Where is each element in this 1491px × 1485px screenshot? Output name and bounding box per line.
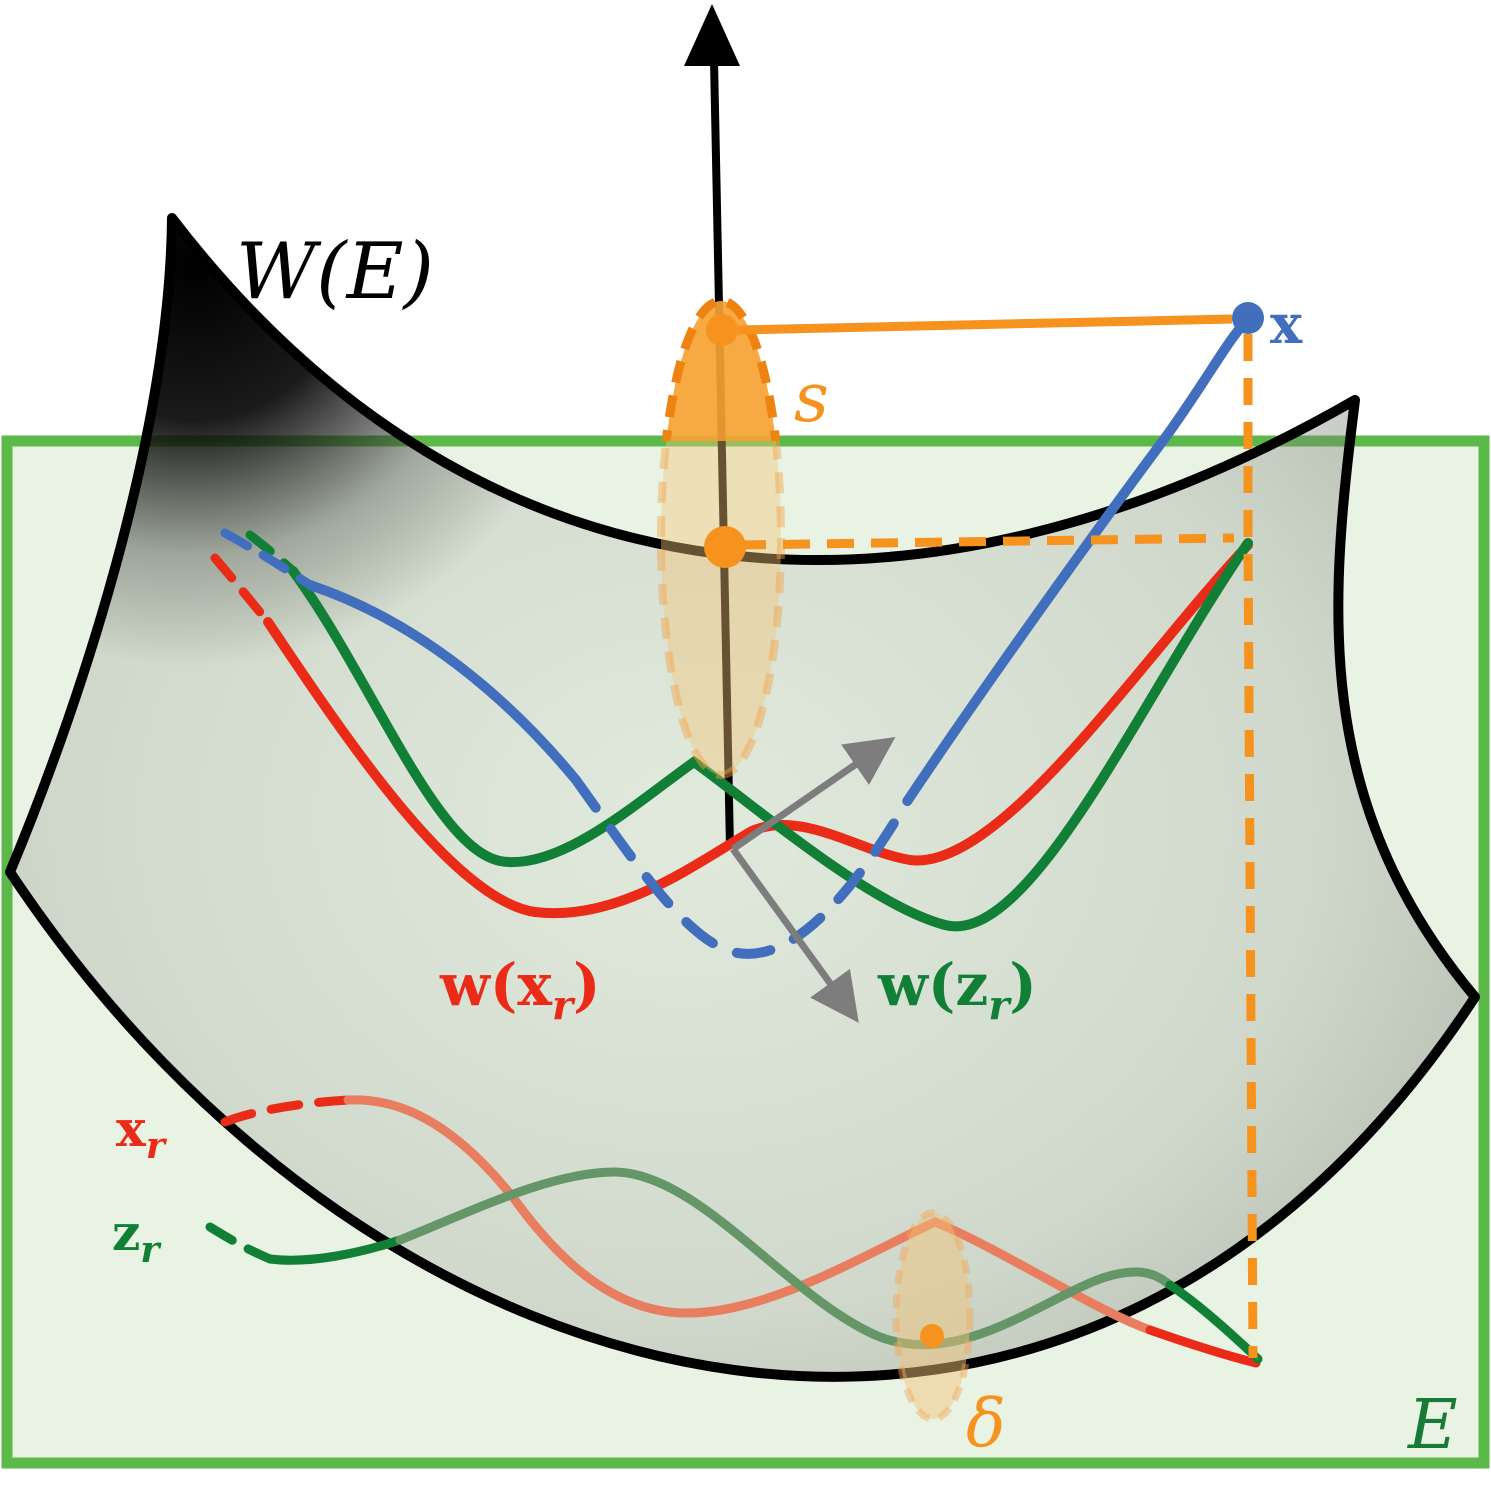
curve-wzr: [288, 538, 1253, 932]
scale-ellipse-vivid: [661, 296, 781, 441]
surface-projection-point: [704, 526, 746, 568]
xr-label-sub: r: [146, 1125, 168, 1167]
wxr-label-main: w(x: [439, 951, 552, 1019]
curve-zr-outside: [265, 1235, 405, 1265]
plane-label: E: [1406, 1386, 1458, 1465]
axis-line: [710, 59, 734, 849]
curve-x-dashed-start: [220, 528, 315, 590]
surface-label: W(E): [236, 227, 434, 317]
signal-curves: [205, 1095, 1263, 1368]
guide-horizontal-solid: [737, 314, 1233, 335]
vertical-axis: [684, 4, 740, 849]
wxr-label-close: ): [573, 951, 600, 1019]
axis-scale-point: [706, 314, 738, 346]
zr-label-sub: r: [140, 1229, 162, 1271]
axis-arrowhead-icon: [684, 4, 740, 66]
wxr-label: w(xr): [439, 951, 600, 1029]
delta-ellipse: [892, 1209, 974, 1423]
curve-xr-end: [1145, 1325, 1261, 1368]
wzr-label-main: w(z: [877, 951, 988, 1019]
scale-ellipse-upper: [661, 296, 781, 441]
delta-label: δ: [966, 1385, 1006, 1462]
scale-ellipse-lower: [657, 441, 785, 779]
wzr-label: w(zr): [877, 951, 1037, 1029]
curve-xr-on-surface: [343, 1095, 1155, 1335]
xr-label: xr: [116, 1099, 168, 1167]
curve-wxr: [263, 540, 1253, 919]
guide-vertical-dashed: [1243, 334, 1258, 1359]
wxr-label-sub: r: [552, 982, 576, 1029]
surface-boundary: [5, 213, 1480, 1382]
curve-x-solid-2: [903, 316, 1252, 805]
guide-horizontal-dashed: [738, 533, 1235, 550]
tangent-arrows: [730, 736, 896, 1023]
curve-wxr-dashed-start: [210, 553, 273, 627]
curve-x-solid-1: [305, 580, 581, 785]
xr-label-main: x: [116, 1099, 147, 1158]
zr-label-main: z: [112, 1203, 140, 1262]
curve-xr-dashed-start: [220, 1095, 353, 1127]
projection-guides: [704, 302, 1264, 1359]
tangent-arrow-upper-icon: [731, 736, 896, 852]
scale-label: s: [794, 359, 829, 438]
x-point-label: x: [1270, 292, 1303, 356]
zr-label: zr: [112, 1203, 162, 1271]
x-point-dot: [1232, 302, 1264, 334]
wavelet-curves: [210, 316, 1253, 959]
curve-zr-on-surface: [395, 1167, 1175, 1350]
delta-point: [920, 1324, 944, 1348]
wzr-label-close: ): [1009, 951, 1036, 1019]
wzr-label-sub: r: [988, 982, 1012, 1029]
curve-zr-dashed-start: [205, 1222, 275, 1264]
curve-x-hidden: [571, 775, 913, 959]
tangent-arrow-lower-icon: [730, 846, 859, 1023]
scale-ellipse-pale: [657, 441, 785, 779]
